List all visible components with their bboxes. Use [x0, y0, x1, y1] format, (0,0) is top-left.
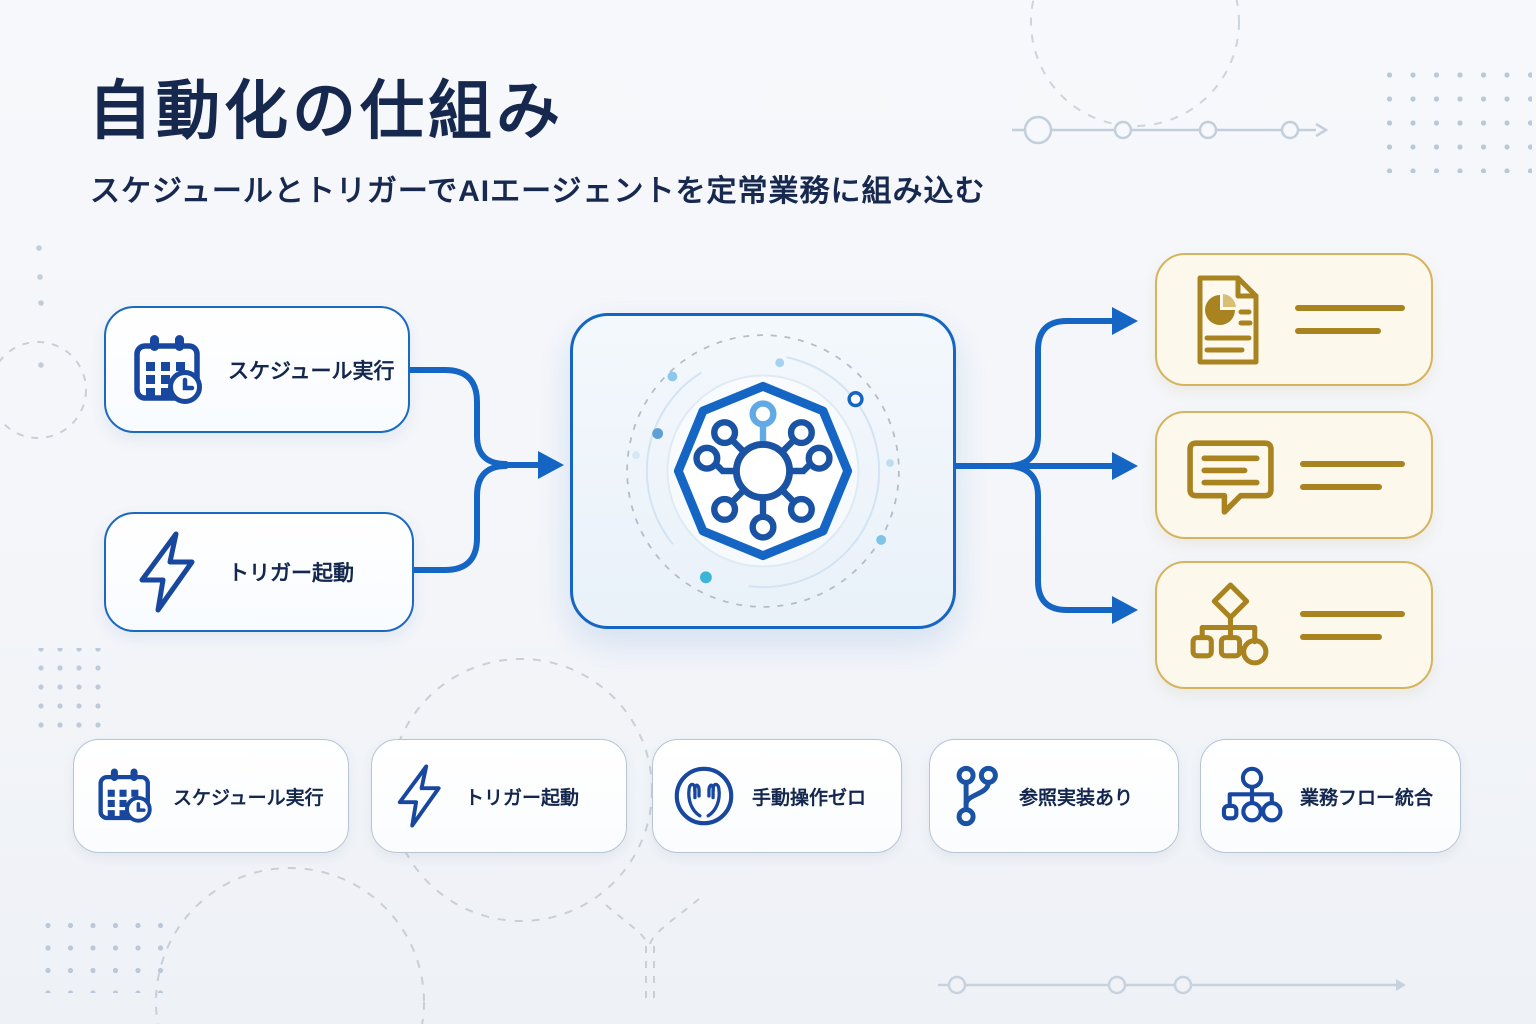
node-timeline-top	[1012, 115, 1329, 145]
placeholder-line	[1300, 633, 1382, 640]
dashed-circle-bottom-left	[155, 867, 425, 1024]
feature-card-trigger: トリガー起動	[371, 739, 627, 853]
dot-grid-top-right	[1372, 58, 1532, 173]
input-card-trigger: トリガー起動	[104, 512, 414, 632]
lightning-icon	[390, 763, 450, 829]
input-card-label: トリガー起動	[228, 562, 354, 585]
placeholder-text-lines	[1300, 610, 1405, 640]
feature-label: 手動操作ゼロ	[752, 787, 867, 809]
calendar-clock-icon	[126, 328, 210, 412]
git-branch-icon	[948, 763, 1004, 829]
connector-trigger-to-hub	[410, 463, 509, 573]
feature-label: スケジュール実行	[173, 787, 324, 809]
agent-network-hub-icon	[626, 334, 900, 608]
placeholder-text-lines	[1295, 305, 1405, 334]
dot-grid-mid-left	[26, 648, 114, 736]
dashed-circle-left	[0, 341, 87, 439]
placeholder-line	[1300, 460, 1405, 467]
output-card-flowchart	[1155, 561, 1433, 689]
hands-icon	[671, 763, 737, 829]
dashed-circle-top	[1030, 0, 1240, 127]
page-title: 自動化の仕組み	[88, 75, 564, 147]
output-card-report	[1155, 253, 1433, 386]
report-document-icon	[1183, 270, 1273, 370]
feature-label: 業務フロー統合	[1300, 787, 1434, 809]
dashed-merge-decoration	[605, 898, 700, 1000]
input-card-schedule: スケジュール実行	[104, 306, 410, 433]
placeholder-line	[1295, 328, 1381, 334]
placeholder-line	[1295, 305, 1405, 311]
placeholder-line	[1300, 483, 1382, 490]
flowchart-icon	[1183, 578, 1278, 673]
output-card-chat	[1155, 411, 1433, 539]
lightning-icon	[126, 530, 210, 614]
placeholder-line	[1300, 610, 1405, 617]
feature-label: 参照実装あり	[1019, 787, 1134, 809]
feature-card-schedule: スケジュール実行	[73, 739, 349, 853]
input-card-label: スケジュール実行	[228, 359, 395, 383]
feature-label: トリガー起動	[465, 787, 580, 809]
feature-card-workflow: 業務フロー統合	[1200, 739, 1461, 853]
calendar-clock-icon	[92, 763, 158, 829]
connector-to-output-1	[1007, 318, 1115, 469]
page-subtitle: スケジュールとトリガーでAIエージェントを定常業務に組み込む	[90, 175, 986, 208]
placeholder-text-lines	[1300, 460, 1405, 490]
connector-to-output-3	[1007, 463, 1115, 613]
connector-schedule-to-hub	[406, 367, 509, 467]
feature-card-reference: 参照実装あり	[929, 739, 1179, 853]
org-chart-icon	[1219, 763, 1285, 829]
dot-grid-bottom-left	[45, 915, 173, 993]
feature-card-no-manual: 手動操作ゼロ	[652, 739, 902, 853]
hub-card	[570, 313, 956, 629]
node-timeline-bottom	[938, 975, 1406, 995]
chat-message-icon	[1183, 428, 1278, 523]
